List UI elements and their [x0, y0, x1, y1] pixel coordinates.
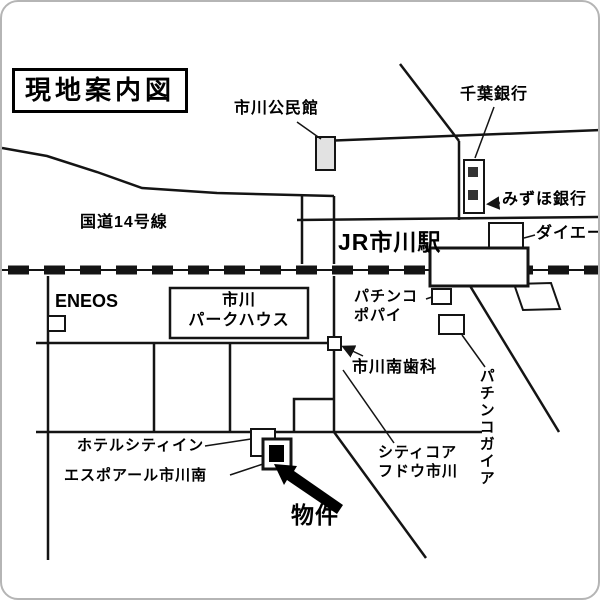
road-east-diagonal: [462, 275, 561, 433]
map-title: 現地案内図: [12, 68, 189, 113]
building-parkhouse: [168, 286, 310, 340]
leader-popeye: [425, 296, 433, 300]
label-parkhouse-line1: 市川: [221, 292, 256, 309]
leader-daiei: [523, 234, 536, 239]
road-top-diagonal: [399, 63, 460, 142]
label-community-center: 市川公民館: [234, 100, 320, 117]
label-espoir: エスポアール市川南: [64, 467, 208, 484]
chiba-bank-mark-icon: [468, 167, 478, 177]
road-top-horizontal: [321, 128, 598, 143]
leader-chiba-bank: [474, 106, 495, 159]
label-route14: 国道14号線: [80, 214, 168, 231]
building-dental: [327, 336, 342, 351]
road-route14: [2, 146, 335, 198]
leader-lines: [204, 106, 536, 476]
leader-gaia: [461, 334, 486, 368]
label-popeye: パチンコ ポパイ: [354, 288, 418, 326]
label-mizuho-bank: みずほ銀行: [502, 191, 588, 208]
label-citycore-line1: シティコア: [378, 444, 458, 461]
road-upper-horizontal: [296, 215, 598, 222]
label-dental: 市川南歯科: [352, 359, 438, 376]
building-station: [428, 246, 530, 288]
label-eneos: ENEOS: [55, 291, 119, 311]
building-eneos: [47, 315, 66, 332]
label-citycore: シティコア フドウ市川: [378, 444, 458, 482]
leader-hotel: [204, 438, 252, 447]
property-arrow-icon: [274, 464, 343, 514]
label-parkhouse-line2: パークハウス: [188, 312, 290, 329]
label-property: 物件: [291, 502, 339, 528]
roads: [2, 63, 598, 560]
label-citycore-line2: フドウ市川: [378, 462, 459, 480]
building-east-block: [512, 281, 562, 312]
label-parkhouse: 市川 パークハウス: [170, 291, 308, 331]
label-popeye-line1: パチンコ: [354, 288, 419, 305]
label-chiba-bank: 千葉銀行: [460, 86, 529, 103]
road-bottom-diagonal: [332, 431, 428, 559]
leader-espoir: [229, 463, 264, 476]
leader-mizuho-arrow-icon: [486, 196, 501, 210]
building-gaia: [438, 314, 465, 335]
building-daiei: [488, 222, 524, 252]
label-popeye-line2: ポパイ: [354, 306, 403, 324]
label-daiei: ダイエー: [536, 225, 600, 242]
label-gaia: パチンコガイア: [477, 368, 495, 487]
road-notch: [292, 397, 334, 432]
leader-dental-arrow-icon: [341, 345, 364, 358]
leader-community-center: [296, 121, 322, 140]
label-station: JR市川駅: [338, 229, 442, 255]
building-community-center: [315, 136, 336, 171]
label-hotel: ホテルシティイン: [77, 437, 205, 454]
leader-citycore: [342, 369, 395, 444]
building-popeye: [431, 288, 452, 305]
building-property-core: [269, 445, 284, 462]
mizuho-bank-mark-icon: [468, 190, 478, 200]
